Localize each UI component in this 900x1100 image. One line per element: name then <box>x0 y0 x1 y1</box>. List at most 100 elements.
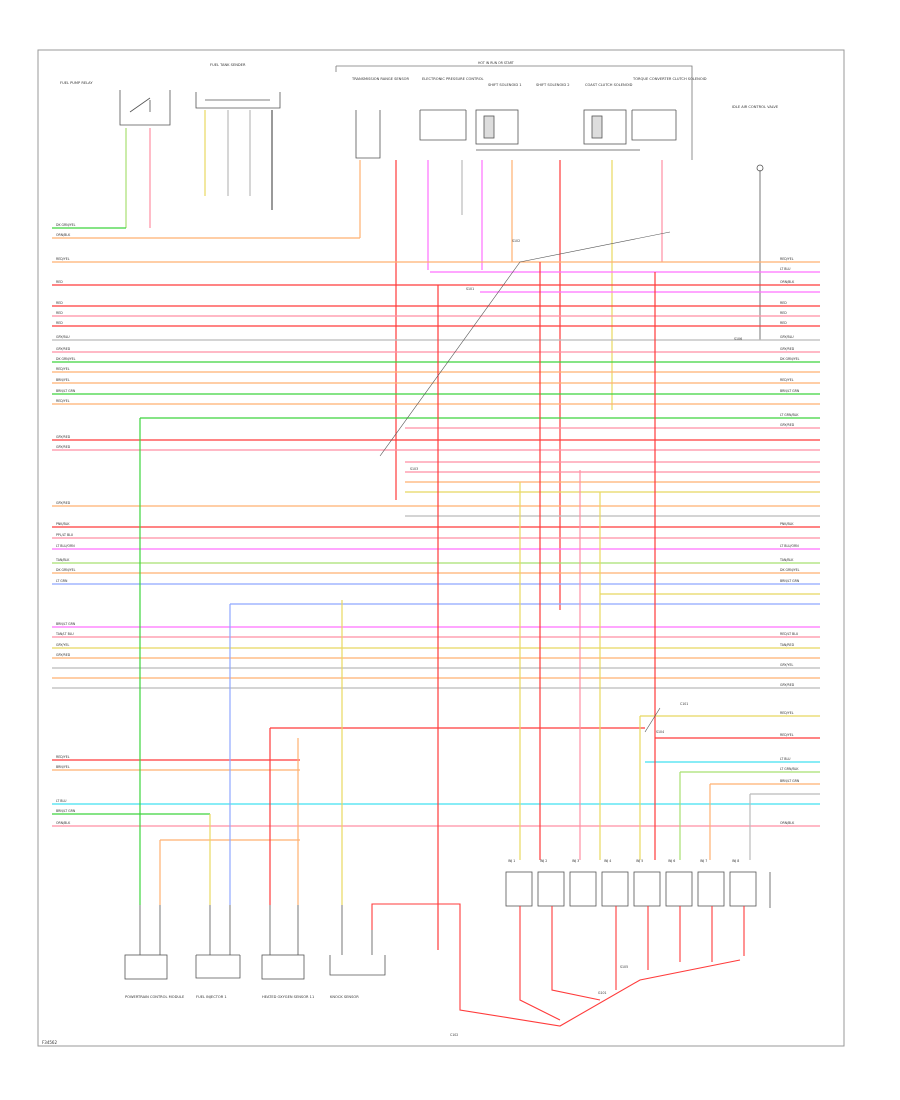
wl-15: GRY/RED <box>56 435 71 439</box>
leader-2 <box>644 707 661 733</box>
inj1-box <box>195 954 241 979</box>
wl-20: LT BLU/ORN <box>56 544 75 548</box>
injector-6 <box>665 871 693 907</box>
wl-25: TAN/LT BLU <box>55 632 74 636</box>
wl-4: RED <box>56 280 63 284</box>
splice-3: S103 <box>410 467 418 471</box>
header-label: HOT IN RUN OR START <box>478 61 514 65</box>
inj-label-4: INJ 4 <box>604 859 611 863</box>
ccs-box <box>583 109 627 145</box>
pcm-pins <box>139 905 373 955</box>
inj-label-3: INJ 3 <box>572 859 579 863</box>
wl-23: LT GRN <box>56 579 68 583</box>
rl-5: RED <box>780 311 787 315</box>
fuel-pump-relay-switch <box>119 90 171 126</box>
wl-14: RED/YEL <box>56 399 70 403</box>
bottom-comp-1: POWERTRAIN CONTROL MODULE <box>125 995 185 999</box>
comp-iac: IDLE AIR CONTROL VALVE <box>732 105 779 109</box>
right-wire-labels: RED/YEL LT BLU ORN/BLK RED RED RED GRY/B… <box>779 257 800 825</box>
wl-30: LT BLU <box>56 799 67 803</box>
inj-label-6: INJ 6 <box>668 859 675 863</box>
rl-27: BRN/LT GRN <box>780 779 800 783</box>
leader-1 <box>379 231 671 457</box>
top-components <box>119 90 764 340</box>
wl-7: RED <box>56 321 63 325</box>
rl-21: GRY/YEL <box>780 663 793 667</box>
inj-label-8: INJ 8 <box>732 859 739 863</box>
wl-32: ORN/BLK <box>56 821 71 825</box>
splice-1: S101 <box>466 287 474 291</box>
wl-6: RED <box>56 311 63 315</box>
wl-16: GRY/RED <box>56 445 71 449</box>
injector-5 <box>633 871 661 907</box>
splice-7: G101 <box>598 991 607 995</box>
rl-15: LT BLU/ORN <box>780 544 799 548</box>
bottom-comp-3: HEATED OXYGEN SENSOR 11 <box>262 995 314 999</box>
tcc-box <box>631 109 677 141</box>
injector-feed <box>371 903 745 1027</box>
injector-8 <box>729 871 757 907</box>
rl-11: BRN/LT GRN <box>780 389 800 393</box>
wl-28: RED/YEL <box>56 755 70 759</box>
bus-wires <box>52 227 820 827</box>
injector-3 <box>569 871 597 907</box>
top-bracket <box>335 65 693 160</box>
comp-tcc: TORQUE CONVERTER CLUTCH SOLENOID <box>632 77 707 81</box>
rl-19: RED/LT BLU <box>780 632 799 636</box>
wl-11: RED/YEL <box>56 367 70 371</box>
down-wires <box>139 262 751 950</box>
top-component-labels: FUEL PUMP RELAY FUEL TANK SENDER TRANSMI… <box>60 63 779 109</box>
comp-ss1: SHIFT SOLENOID 1 <box>488 83 522 87</box>
wl-12: BRN/YEL <box>56 378 70 382</box>
splice-labels: S101 S102 S103 S104 S105 S106 G101 C101 … <box>410 239 742 1037</box>
bottom-component-labels: POWERTRAIN CONTROL MODULE FUEL INJECTOR … <box>125 995 359 999</box>
wl-19: PPL/LT BLU <box>56 533 74 537</box>
splice-9: C102 <box>450 1033 458 1037</box>
wl-27: GRY/RED <box>56 653 71 657</box>
inj-label-7: INJ 7 <box>700 859 707 863</box>
diagram-frame <box>37 49 845 1047</box>
wl-31: BRN/LT GRN <box>56 809 76 813</box>
splice-2: S102 <box>512 239 520 243</box>
wl-10: DK GRN/YEL <box>56 357 76 361</box>
wl-24: BRN/LT GRN <box>56 622 76 626</box>
wl-17: GRY/RED <box>56 501 71 505</box>
rl-26: LT GRN/BLK <box>780 767 799 771</box>
feed-loop <box>371 903 745 1027</box>
inj-label-5: INJ 5 <box>636 859 643 863</box>
ho2s-box <box>261 954 305 980</box>
wl-1: DK GRN/YEL <box>56 223 76 227</box>
rl-14: PNK/BLK <box>780 522 794 526</box>
comp-trs: TRANSMISSION RANGE SENSOR <box>351 77 409 81</box>
rl-25: LT BLU <box>780 757 791 761</box>
rl-12: LT GRN/BLK <box>780 413 799 417</box>
wl-22: DK GRN/YEL <box>56 568 76 572</box>
wl-13: BRN/LT GRN <box>56 389 76 393</box>
left-wire-labels: DK GRN/YEL ORN/BLK RED/YEL RED RED RED R… <box>55 223 76 825</box>
rl-28: ORN/BLK <box>780 821 795 825</box>
wl-5: RED <box>56 301 63 305</box>
rl-22: GRY/RED <box>780 683 795 687</box>
pcm-box <box>124 954 168 980</box>
wl-18: PNK/BLK <box>56 522 70 526</box>
rl-3: ORN/BLK <box>780 280 795 284</box>
injector-2 <box>537 871 565 907</box>
rl-23: RED/YEL <box>780 711 794 715</box>
rl-6: RED <box>780 321 787 325</box>
splice-6: S106 <box>734 337 742 341</box>
rl-10: RED/YEL <box>780 378 794 382</box>
inj-label-2: INJ 2 <box>540 859 547 863</box>
splice-8: C101 <box>680 702 688 706</box>
top-vertical-wires <box>125 110 663 610</box>
comp-epc: ELECTRONIC PRESSURE CONTROL <box>422 77 484 81</box>
ks-box <box>329 955 386 976</box>
injector-1 <box>505 871 533 907</box>
injector-7 <box>697 871 725 907</box>
injector-labels: INJ 1 INJ 2 INJ 3 INJ 4 INJ 5 INJ 6 INJ … <box>508 859 739 863</box>
injector-4 <box>601 871 629 907</box>
comp-ss2: SHIFT SOLENOID 2 <box>536 83 570 87</box>
wl-2: ORN/BLK <box>56 233 71 237</box>
wl-29: BRN/YEL <box>56 765 70 769</box>
epc-box <box>419 109 467 141</box>
